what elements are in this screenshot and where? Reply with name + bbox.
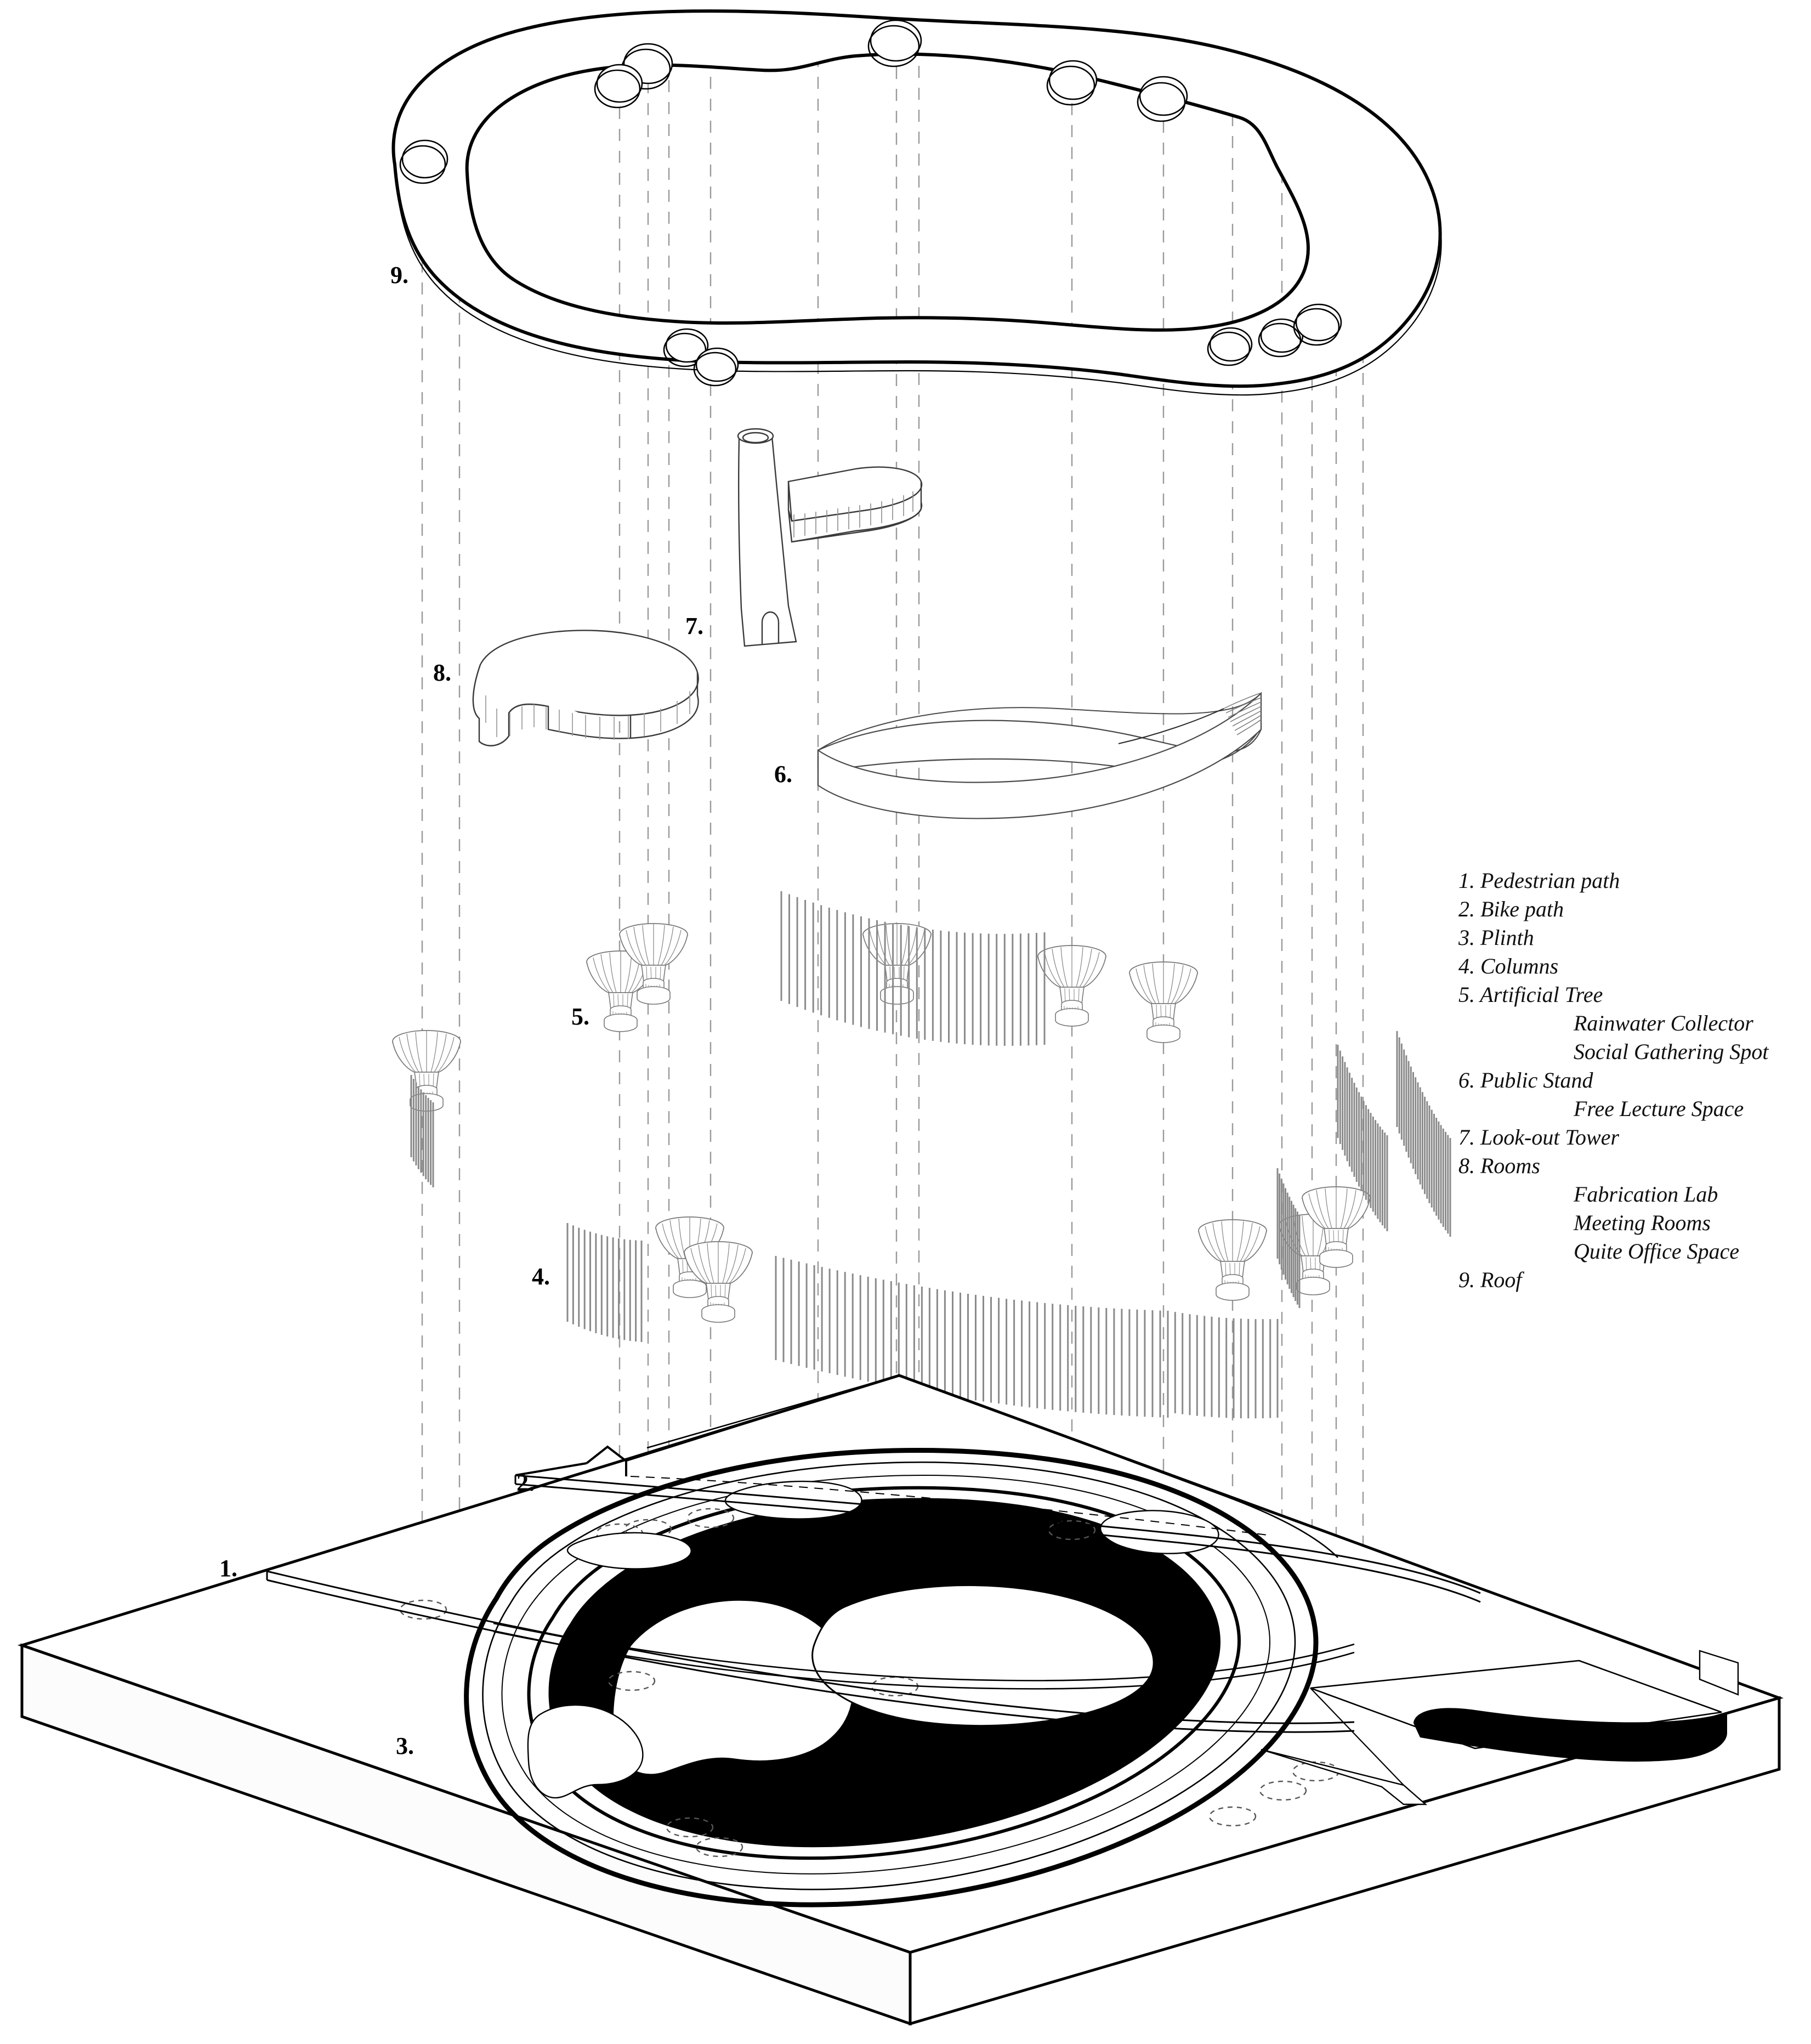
legend-row: 1. Pedestrian path	[1458, 868, 1620, 893]
roof-plate	[393, 11, 1440, 386]
legend-row: 7. Look-out Tower	[1458, 1125, 1620, 1150]
legend-row: 3. Plinth	[1458, 925, 1534, 950]
island-southwest	[527, 1704, 644, 1799]
pedestrian-path	[266, 1570, 1355, 1733]
legend-row: 6. Public Stand	[1458, 1068, 1593, 1092]
ramp-cut	[1261, 1650, 1739, 1805]
column-footprint	[666, 1817, 714, 1838]
public-stand	[817, 692, 1262, 819]
plinth-apron	[646, 1374, 1338, 1558]
roof-hole	[693, 347, 739, 387]
legend-subrow: Fabrication Lab	[1574, 1182, 1718, 1207]
roof-hole	[1137, 76, 1188, 122]
column-footprint	[624, 1519, 672, 1539]
plinth-right-face	[909, 1696, 1781, 2026]
column-footprint	[399, 1599, 447, 1620]
roof-hole	[1293, 303, 1342, 346]
legend-subrow: Meeting Rooms	[1574, 1210, 1711, 1235]
column-footprint	[1208, 1806, 1257, 1827]
callout-label-9: 9.	[390, 262, 408, 288]
callout-label-2: 2.	[516, 1469, 535, 1496]
roof-hole	[1046, 60, 1098, 106]
landscape-islands	[527, 1584, 1155, 1799]
legend-subrow: Rainwater Collector	[1574, 1011, 1753, 1035]
legend-row: 2. Bike path	[1458, 897, 1564, 921]
legend: 1. Pedestrian path 2. Bike path 3. Plint…	[1458, 867, 1798, 1294]
legend-row: 4. Columns	[1458, 954, 1559, 978]
callout-label-4: 4.	[532, 1263, 550, 1290]
column-footprint	[608, 1671, 656, 1691]
callout-label-3: 3.	[396, 1732, 414, 1759]
excavation-contour	[482, 1461, 1296, 1890]
roof-hole	[399, 139, 449, 184]
column-footprint	[1259, 1780, 1307, 1801]
column-footprint	[1048, 1520, 1096, 1541]
legend-row: 9. Roof	[1458, 1267, 1522, 1292]
roof-hole	[594, 64, 643, 109]
legend-row: 5. Artificial Tree	[1458, 982, 1603, 1007]
roof-hole	[663, 328, 709, 367]
roof-hole	[867, 19, 922, 67]
legend-subrow: Free Lecture Space	[1574, 1096, 1744, 1121]
column-footprint	[686, 1508, 735, 1528]
bike-path	[514, 1374, 1481, 1603]
legend-row: 8. Rooms	[1458, 1153, 1540, 1178]
legend-subrow: Social Gathering Spot	[1574, 1039, 1769, 1064]
callout-label-5: 5.	[571, 1003, 589, 1030]
look-out-tower	[737, 428, 923, 647]
callout-label-8: 8.	[433, 659, 451, 686]
column-footprint	[695, 1837, 743, 1858]
callout-label-6: 6.	[774, 761, 792, 788]
callout-label-7: 7.	[685, 613, 703, 639]
rooms-volume	[472, 630, 699, 746]
column-cluster	[410, 891, 1451, 1419]
excavation-outer-ring	[464, 1448, 1319, 1907]
roof-column-holes	[399, 19, 1342, 387]
roof-hole	[1207, 327, 1253, 366]
callout-label-1: 1.	[219, 1555, 237, 1582]
legend-subrow: Quite Office Space	[1574, 1239, 1740, 1264]
